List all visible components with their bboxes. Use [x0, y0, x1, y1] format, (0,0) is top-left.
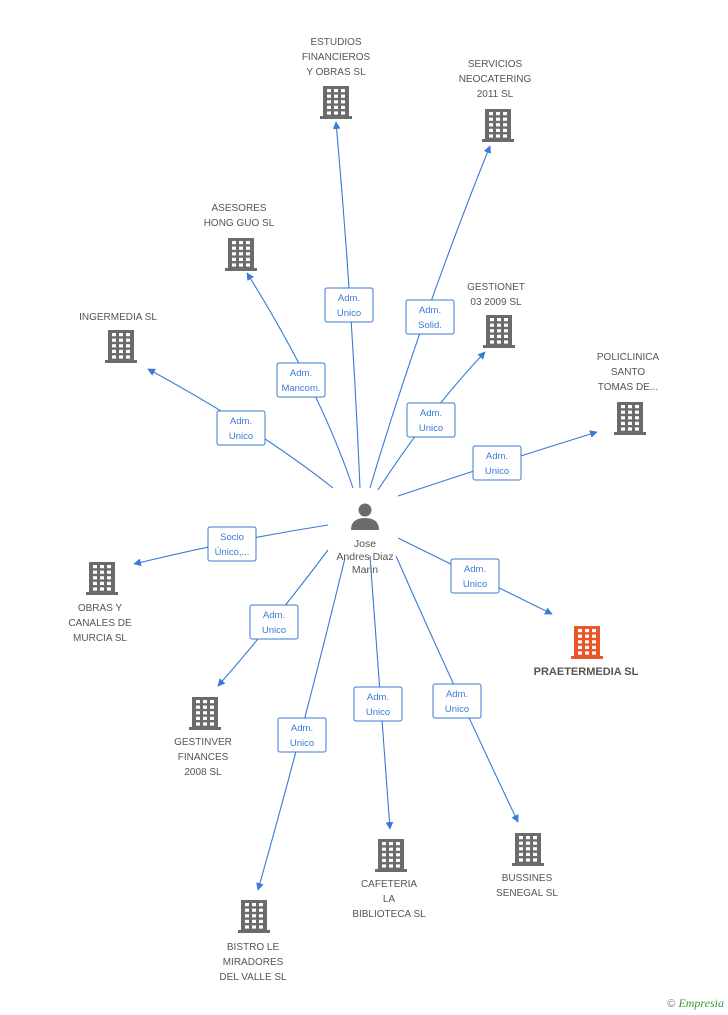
role-label: Unico — [419, 423, 443, 434]
company-label-gestionet[interactable]: 03 2009 SL — [470, 297, 522, 308]
company-label-obras[interactable]: OBRAS Y — [78, 603, 123, 614]
role-label: Socio — [220, 532, 244, 543]
company-label-gestinver[interactable]: 2008 SL — [184, 767, 222, 778]
role-label: Adm. — [419, 305, 441, 316]
role-badge-estudios: Adm. Unico — [324, 287, 374, 323]
company-label-policlinica[interactable]: POLICLINICA — [597, 352, 660, 363]
building-icon-gestinver[interactable] — [189, 697, 221, 730]
brand-logo[interactable]: Empresia — [678, 996, 724, 1010]
company-label-obras[interactable]: CANALES DE — [68, 618, 132, 629]
copyright-icon: © — [667, 998, 676, 1010]
company-label-cafeteria[interactable]: LA — [383, 894, 396, 905]
building-icon-estudios[interactable] — [320, 86, 352, 119]
person-name-label[interactable]: Andres Diaz — [336, 551, 393, 563]
role-badge-obras: SocioÚnico,... — [207, 526, 257, 562]
building-icon-cafeteria[interactable] — [375, 839, 407, 872]
footer: © Empresia — [667, 996, 724, 1011]
role-label: Adm. — [263, 610, 285, 621]
role-badge-praetermedia: Adm. Unico — [450, 558, 500, 594]
role-badge-ingermedia: Adm. Unico — [216, 410, 266, 446]
role-label: Adm. — [446, 689, 468, 700]
company-label-gestinver[interactable]: GESTINVER — [174, 737, 232, 748]
company-label-bussines[interactable]: SENEGAL SL — [496, 888, 558, 899]
company-label-gestinver[interactable]: FINANCES — [178, 752, 229, 763]
company-label-obras[interactable]: MURCIA SL — [73, 633, 127, 644]
company-label-cafeteria[interactable]: CAFETERIA — [361, 879, 417, 890]
role-label: Adm. — [338, 293, 360, 304]
role-label: Unico — [290, 738, 314, 749]
building-icon-bussines[interactable] — [512, 833, 544, 866]
role-label: Adm. — [230, 416, 252, 427]
company-label-servicios[interactable]: NEOCATERING — [459, 74, 532, 85]
building-icon-ingermedia[interactable] — [105, 330, 137, 363]
role-label: Mancom. — [281, 383, 320, 394]
company-label-praetermedia[interactable]: PRAETERMEDIA SL — [534, 666, 639, 678]
company-label-asesores[interactable]: ASESORES — [211, 203, 266, 214]
company-label-bistro[interactable]: MIRADORES — [223, 957, 284, 968]
role-badge-servicios: Adm. Solid. — [405, 299, 455, 335]
role-label: Único,... — [215, 547, 250, 558]
role-badge-bistro: Adm. Unico — [277, 717, 327, 753]
building-icon-praetermedia[interactable] — [571, 626, 603, 659]
company-label-estudios[interactable]: ESTUDIOS — [310, 37, 361, 48]
person-icon[interactable] — [351, 503, 379, 531]
building-icon-asesores[interactable] — [225, 238, 257, 271]
role-label: Unico — [337, 308, 361, 319]
role-label: Unico — [262, 625, 286, 636]
company-label-cafeteria[interactable]: BIBLIOTECA SL — [352, 909, 426, 920]
company-label-servicios[interactable]: 2011 SL — [477, 89, 514, 100]
role-badge-gestionet: Adm. Unico — [406, 402, 456, 438]
role-label: Unico — [485, 466, 509, 477]
company-label-ingermedia[interactable]: INGERMEDIA SL — [79, 312, 157, 323]
role-badge-policlinica: Adm. Unico — [472, 445, 522, 481]
role-badge-bussines: Adm. Unico — [432, 683, 482, 719]
role-badge-cafeteria: Adm. Unico — [353, 686, 403, 722]
building-icon-servicios[interactable] — [482, 109, 514, 142]
company-label-policlinica[interactable]: TOMAS DE... — [598, 382, 658, 393]
company-label-asesores[interactable]: HONG GUO SL — [204, 218, 275, 229]
company-label-servicios[interactable]: SERVICIOS — [468, 59, 523, 70]
role-label: Unico — [463, 579, 487, 590]
role-label: Unico — [366, 707, 390, 718]
role-label: Adm. — [290, 368, 312, 379]
company-label-bussines[interactable]: BUSSINES — [502, 873, 553, 884]
company-label-bistro[interactable]: DEL VALLE SL — [219, 972, 287, 983]
company-label-policlinica[interactable]: SANTO — [611, 367, 645, 378]
role-label: Adm. — [464, 564, 486, 575]
person-name-label[interactable]: Jose — [354, 538, 376, 550]
company-label-gestionet[interactable]: GESTIONET — [467, 282, 525, 293]
role-label: Adm. — [367, 692, 389, 703]
role-badge-asesores: Adm. Mancom. — [276, 362, 326, 398]
role-badge-gestinver: Adm. Unico — [249, 604, 299, 640]
role-label: Adm. — [486, 451, 508, 462]
company-label-estudios[interactable]: FINANCIEROS — [302, 52, 371, 63]
role-label: Unico — [229, 431, 253, 442]
company-label-bistro[interactable]: BISTRO LE — [227, 942, 280, 953]
role-label: Unico — [445, 704, 469, 715]
role-label: Adm. — [291, 723, 313, 734]
company-label-estudios[interactable]: Y OBRAS SL — [306, 67, 366, 78]
role-label: Solid. — [418, 320, 442, 331]
person-name-label[interactable]: Marin — [352, 564, 378, 576]
role-label: Adm. — [420, 408, 442, 419]
building-icon-policlinica[interactable] — [614, 402, 646, 435]
building-icon-bistro[interactable] — [238, 900, 270, 933]
building-icon-obras[interactable] — [86, 562, 118, 595]
building-icon-gestionet[interactable] — [483, 315, 515, 348]
